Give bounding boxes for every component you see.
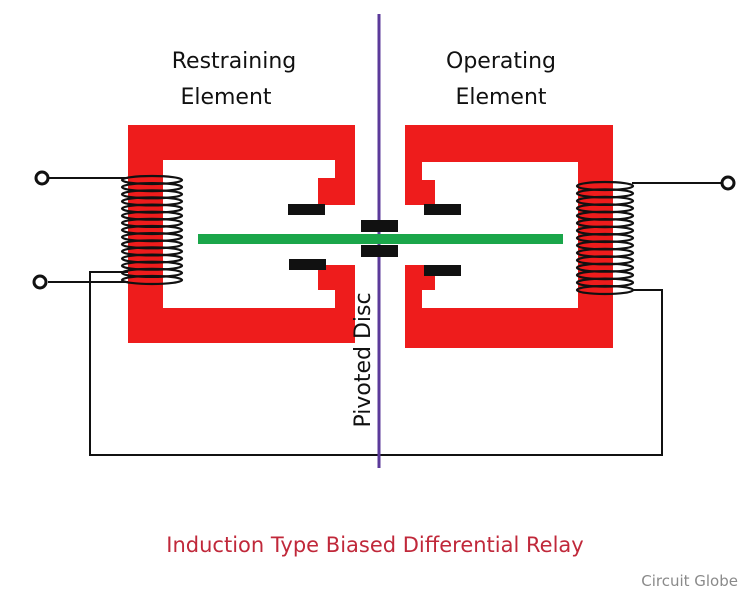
pivot-block-bottom bbox=[361, 245, 398, 257]
operating-label-line1: Operating bbox=[446, 49, 556, 74]
pole-piece-left-top bbox=[288, 204, 325, 215]
pole-piece-right-bottom bbox=[424, 265, 461, 276]
restraining-core bbox=[128, 125, 355, 343]
pole-piece-left-bottom bbox=[289, 259, 326, 270]
pole-pieces bbox=[288, 204, 461, 276]
restraining-coil-winding bbox=[120, 274, 184, 286]
brand-watermark: Circuit Globe bbox=[641, 572, 738, 590]
pivot-block-top bbox=[361, 220, 398, 232]
restraining-coil bbox=[120, 174, 184, 286]
terminal-left-bottom[interactable] bbox=[32, 274, 48, 290]
terminal-right-top[interactable] bbox=[720, 175, 736, 191]
terminal-left-top[interactable] bbox=[34, 170, 50, 186]
pivoted-disc-label: Pivoted Disc bbox=[351, 292, 376, 427]
operating-coil bbox=[575, 180, 635, 296]
restraining-label-line2: Element bbox=[180, 85, 271, 110]
diagram-title: Induction Type Biased Differential Relay bbox=[166, 533, 583, 557]
restraining-wiring bbox=[48, 177, 128, 283]
pole-piece-right-top bbox=[424, 204, 461, 215]
pivoted-disc-bar bbox=[198, 234, 563, 244]
operating-label-line2: Element bbox=[455, 85, 546, 110]
restraining-label-line1: Restraining bbox=[172, 49, 297, 74]
operating-core bbox=[405, 125, 613, 348]
bias-connection-wire bbox=[89, 271, 663, 456]
